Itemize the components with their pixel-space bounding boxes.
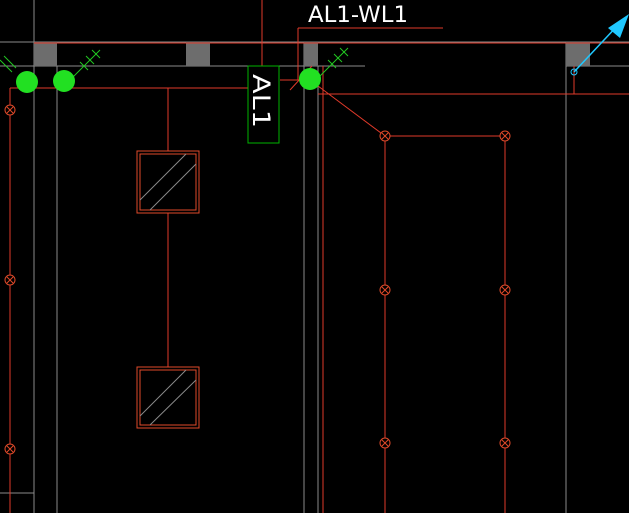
circle-x-light-icon[interactable] (4, 104, 16, 116)
green-junction-icon[interactable] (16, 71, 38, 93)
distribution-panel[interactable]: AL1 (247, 65, 280, 144)
cyan-arrow-cursor-icon (570, 14, 629, 76)
circuit-label[interactable]: AL1-WL1 (308, 3, 408, 28)
circle-x-light-icon[interactable] (499, 130, 511, 142)
square-fixtures (136, 150, 200, 429)
circle-x-light-icon[interactable] (379, 437, 391, 449)
junction-hatch-left (0, 47, 349, 81)
columns (34, 42, 590, 66)
square-fixture-1[interactable] (136, 150, 200, 214)
wire-diagonal (317, 85, 386, 137)
column-3 (304, 42, 318, 66)
circle-x-light-icon[interactable] (499, 284, 511, 296)
square-fixture-2[interactable] (136, 366, 200, 429)
circle-x-light-icon[interactable] (379, 130, 391, 142)
column-4 (566, 42, 590, 66)
green-junction-icon[interactable] (53, 70, 75, 92)
distribution-box-icon[interactable] (247, 65, 280, 144)
circle-x-light-icon[interactable] (379, 284, 391, 296)
panel-label: AL1 (247, 74, 275, 128)
circle-x-light-icon[interactable] (4, 274, 16, 286)
wiring (9, 0, 629, 513)
column-2 (186, 42, 210, 66)
green-junction-icon[interactable] (299, 68, 321, 90)
circle-x-light-icon[interactable] (4, 443, 16, 455)
junction-symbols (0, 47, 349, 93)
circle-light-fixtures (4, 104, 511, 455)
circle-x-light-icon[interactable] (499, 437, 511, 449)
column-1 (34, 42, 57, 66)
